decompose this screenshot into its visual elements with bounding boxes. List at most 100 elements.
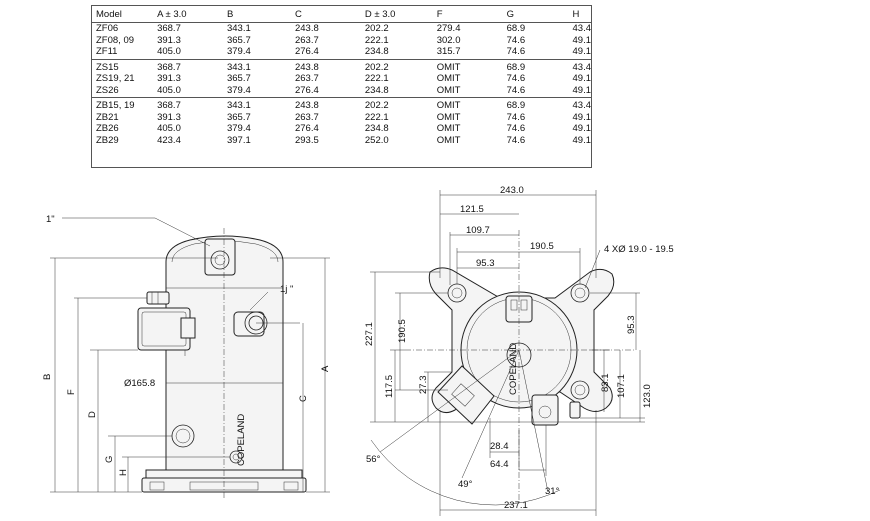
cell-h: 49.1: [572, 111, 592, 123]
cell-model: ZS19, 21: [96, 73, 135, 85]
dim-28: 28.4: [490, 441, 509, 452]
cell-b: 365.7: [226, 111, 251, 123]
terminal-box-plan: [437, 365, 495, 425]
cell-d: 202.2: [364, 61, 389, 73]
cell-b: 379.4: [222, 84, 291, 98]
cell-b: 365.7: [226, 34, 251, 46]
cell-c: 293.5: [294, 134, 319, 146]
cell-f: 279.4: [436, 23, 461, 35]
cell-g: 74.6: [506, 111, 526, 123]
top-fitting: [204, 238, 236, 276]
cell-g: 74.6: [502, 84, 569, 98]
diameter-label: Ø165.8: [124, 378, 155, 389]
cell-f: OMIT: [436, 134, 461, 146]
col-header-f: F: [432, 6, 503, 23]
cell-h: 49.1: [572, 134, 592, 146]
dim-64: 64.4: [490, 459, 509, 470]
cell-d: 202.2: [364, 100, 389, 112]
table-header-row: Model A ± 3.0 B C D ± 3.0 F G H: [92, 6, 591, 23]
cell-g: 74.6: [506, 34, 526, 46]
cell-g: 68.9: [506, 61, 526, 73]
col-header-g: G: [502, 6, 569, 23]
dim-237: 237.1: [504, 500, 528, 511]
cell-c: 263.7: [294, 34, 319, 46]
dimension-table: Model A ± 3.0 B C D ± 3.0 F G H ZF06 368.…: [91, 5, 592, 168]
dim-d: D: [87, 411, 98, 418]
cell-h: 43.4: [572, 61, 592, 73]
cell-model: ZF11: [92, 46, 154, 60]
cell-d: 234.8: [360, 46, 433, 60]
cell-g: 74.6: [506, 73, 526, 85]
col-header-model: Model: [92, 6, 154, 23]
angle-31: 31°: [545, 486, 560, 497]
brand-logo: COPELAND: [236, 414, 247, 466]
cell-g: 74.6: [506, 134, 526, 146]
cell-f: OMIT: [436, 123, 461, 135]
dim-117: 117.5: [384, 375, 395, 398]
cell-a: 405.0: [153, 84, 223, 98]
cell-c: 243.8: [294, 61, 319, 73]
cell-model: ZB29: [96, 134, 119, 146]
cell-a: 391.3: [157, 111, 181, 123]
top-view: COPELAND 243.0 121.5 109.7 190.5 95.3 4 …: [364, 185, 674, 516]
cell-model: ZS26: [92, 84, 154, 98]
cell-g: 68.9: [506, 100, 526, 112]
cell-a: 368.7: [157, 100, 181, 112]
dim-121: 121.5: [460, 204, 484, 215]
cell-d: 234.8: [360, 84, 433, 98]
dim-a: A: [320, 365, 331, 372]
cell-h: 43.4: [572, 23, 592, 35]
col-header-a: A ± 3.0: [153, 6, 223, 23]
side-view: COPELAND B F D G H A C Ø165.8: [42, 214, 331, 498]
terminal-plug: [180, 317, 196, 339]
cell-b: 365.7: [226, 73, 251, 85]
dim-107: 107.1: [616, 374, 627, 398]
cell-a: 405.0: [153, 46, 223, 60]
dim-c: C: [298, 395, 309, 402]
cell-c: 276.4: [290, 84, 361, 98]
cell-f: OMIT: [436, 111, 461, 123]
dim-190-v: 190.5: [397, 319, 408, 343]
hole-callout: 4 XØ 19.0 - 19.5: [604, 244, 674, 255]
cell-c: 276.4: [294, 123, 319, 135]
cell-g: 74.6: [502, 46, 569, 60]
mount-hole: [570, 380, 590, 400]
cell-model: ZB21: [96, 111, 119, 123]
cell-b: 343.1: [226, 100, 251, 112]
cell-h: 49.1: [572, 73, 592, 85]
cell-h: 49.1: [572, 34, 592, 46]
cell-h: 49.1: [572, 123, 592, 135]
angle-49: 49°: [458, 479, 473, 490]
col-header-h: H: [568, 6, 591, 23]
dim-109: 109.7: [466, 225, 490, 236]
dim-95-v: 95.3: [626, 316, 637, 335]
cell-a: 391.3: [157, 73, 181, 85]
dim-f: F: [66, 389, 77, 395]
cell-a: 368.7: [157, 23, 181, 35]
dim-83: 83.1: [600, 374, 611, 393]
col-header-b: B: [222, 6, 291, 23]
cell-g: 74.6: [506, 123, 526, 135]
cell-d: 222.1: [364, 34, 389, 46]
cell-h: 43.4: [572, 100, 592, 112]
suction-fitting-plan: [531, 394, 559, 426]
cell-b: 343.1: [226, 23, 251, 35]
dim-27: 27.3: [418, 376, 429, 395]
dim-b: B: [42, 374, 53, 380]
cell-h: 49.1: [568, 46, 591, 60]
angle-56: 56°: [366, 454, 381, 465]
col-header-d: D ± 3.0: [360, 6, 433, 23]
dim-227: 227.1: [364, 322, 375, 346]
cell-a: 391.3: [157, 34, 181, 46]
cell-model: ZF06: [96, 23, 119, 35]
cell-d: 222.1: [364, 73, 389, 85]
